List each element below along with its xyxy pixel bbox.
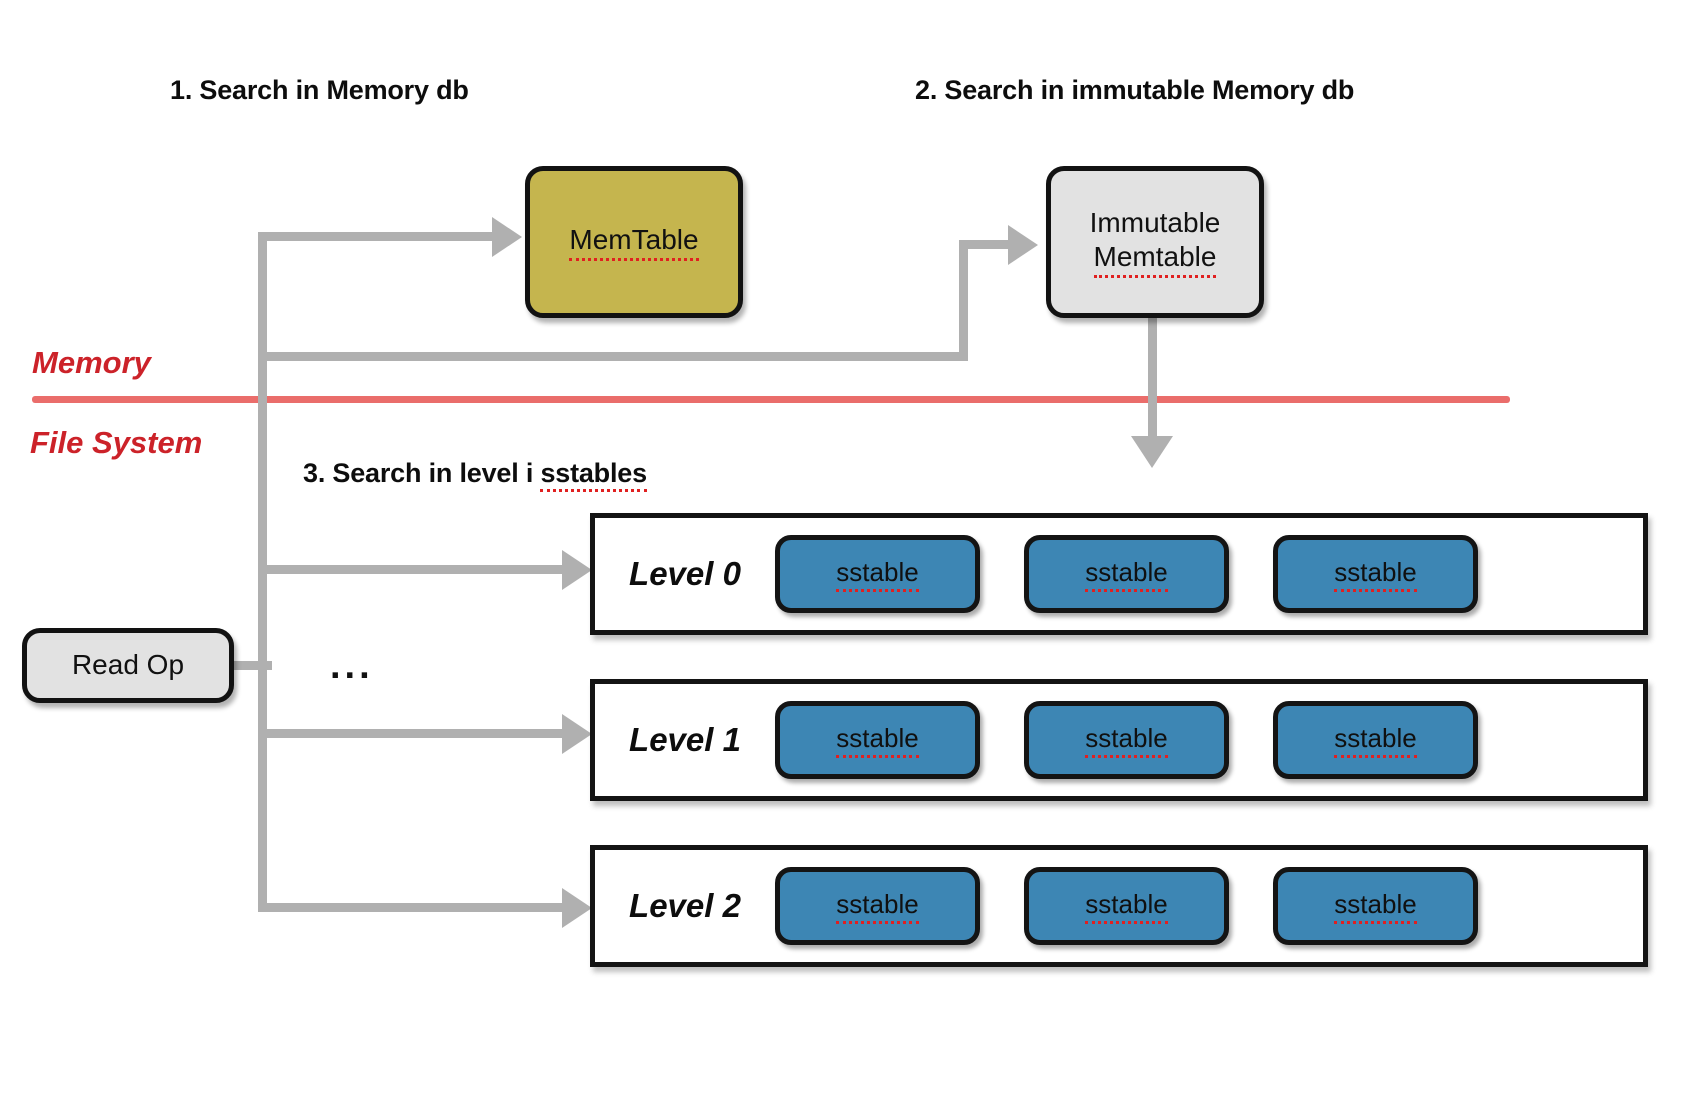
memory-filesystem-divider — [32, 396, 1510, 403]
node-read-op[interactable]: Read Op — [22, 628, 234, 703]
sstable-label: sstable — [836, 889, 919, 924]
arrow-to-memtable-icon — [492, 217, 522, 257]
connector-branch-level-0 — [258, 565, 568, 574]
heading-step-2: 2. Search in immutable Memory db — [915, 75, 1355, 105]
sstable-level-1-2[interactable]: sstable — [1273, 701, 1478, 779]
sstable-label: sstable — [836, 557, 919, 592]
connector-readop-to-trunk — [232, 661, 272, 670]
node-immutable-memtable[interactable]: Immutable Memtable — [1046, 166, 1264, 318]
sstable-level-2-0[interactable]: sstable — [775, 867, 980, 945]
levels-ellipsis: ... — [330, 645, 374, 687]
level-container-0: Level 0 sstable sstable sstable — [590, 513, 1648, 635]
region-label-file-system: File System — [30, 425, 203, 460]
level-label-2: Level 2 — [629, 887, 741, 924]
heading-step-3: 3. Search in level i sstables — [303, 458, 647, 492]
sstable-level-0-0[interactable]: sstable — [775, 535, 980, 613]
connector-branch-immutable-horizontal — [258, 352, 968, 361]
connector-immutable-to-filesystem — [1148, 318, 1157, 446]
connector-branch-immutable-entry — [959, 240, 1014, 249]
sstable-level-1-1[interactable]: sstable — [1024, 701, 1229, 779]
node-immutable-memtable-label-line2: Memtable — [1093, 240, 1217, 279]
arrow-to-level-0-icon — [562, 550, 592, 590]
connector-branch-memtable — [258, 232, 498, 241]
level-label-0: Level 0 — [629, 555, 741, 592]
region-label-memory: Memory — [32, 345, 151, 380]
sstable-level-0-2[interactable]: sstable — [1273, 535, 1478, 613]
sstable-label: sstable — [1334, 723, 1417, 758]
sstable-label: sstable — [1334, 557, 1417, 592]
node-immutable-memtable-label-line1: Immutable — [1089, 206, 1221, 238]
heading-step-3-prefix: 3. Search in level i — [303, 458, 541, 488]
node-memtable-label: MemTable — [569, 223, 699, 262]
sstable-label: sstable — [1085, 723, 1168, 758]
sstable-level-1-0[interactable]: sstable — [775, 701, 980, 779]
sstable-label: sstable — [1334, 889, 1417, 924]
arrow-to-level-1-icon — [562, 714, 592, 754]
sstable-level-2-1[interactable]: sstable — [1024, 867, 1229, 945]
arrow-to-level-2-icon — [562, 888, 592, 928]
node-memtable[interactable]: MemTable — [525, 166, 743, 318]
arrow-to-immutable-memtable-icon — [1008, 225, 1038, 265]
sstable-label: sstable — [1085, 889, 1168, 924]
sstable-level-2-2[interactable]: sstable — [1273, 867, 1478, 945]
sstable-level-0-1[interactable]: sstable — [1024, 535, 1229, 613]
node-read-op-label: Read Op — [71, 649, 185, 681]
heading-step-1: 1. Search in Memory db — [170, 75, 469, 105]
level-label-1: Level 1 — [629, 721, 741, 758]
level-container-2: Level 2 sstable sstable sstable — [590, 845, 1648, 967]
sstable-label: sstable — [836, 723, 919, 758]
connector-branch-level-1 — [258, 729, 568, 738]
connector-branch-immutable-vertical — [959, 240, 968, 358]
connector-branch-level-2 — [258, 903, 568, 912]
heading-step-3-term: sstables — [540, 458, 647, 492]
level-container-1: Level 1 sstable sstable sstable — [590, 679, 1648, 801]
arrow-to-filesystem-icon — [1131, 436, 1173, 468]
sstable-label: sstable — [1085, 557, 1168, 592]
